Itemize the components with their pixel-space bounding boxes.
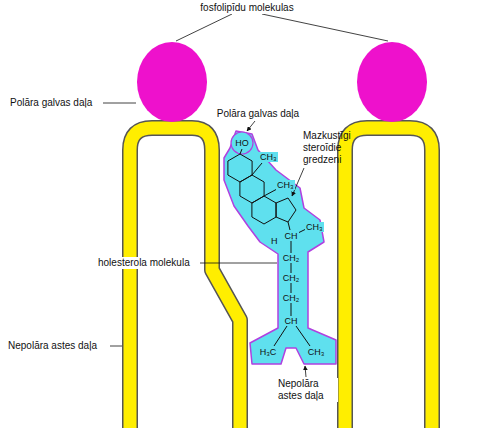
- chem-group: CH: [284, 231, 299, 241]
- lipid-tails: [130, 128, 432, 428]
- hydroxyl-group: [231, 132, 253, 154]
- chem-group: CH₃: [259, 152, 278, 162]
- chem-group: H: [270, 236, 279, 246]
- leader-lines: [103, 14, 388, 377]
- steroid-ring: [228, 154, 252, 182]
- steroid-skeleton: [228, 149, 310, 346]
- part-label: holesterola molekula: [98, 257, 190, 269]
- steroid-ring: [240, 175, 264, 203]
- polar-head: [357, 42, 427, 122]
- chem-group: CH₃: [276, 180, 295, 190]
- part-label: Polāra galvas daļa: [217, 108, 299, 120]
- chem-group: CH₃: [307, 347, 326, 357]
- chem-group: CH₃: [305, 222, 324, 232]
- group-label: fosfolipīdu molekulas: [200, 2, 293, 14]
- part-label: Polāra galvas daļa: [10, 97, 92, 109]
- cholesterol-outline: [224, 131, 336, 364]
- steroid-ring: [252, 196, 276, 224]
- chem-group: CH₂: [282, 273, 301, 283]
- chem-group: CH₂: [282, 253, 301, 263]
- part-label: Nepolāra astes daļa: [278, 378, 338, 402]
- chem-group: CH₂: [282, 293, 301, 303]
- chem-group: HO: [234, 138, 250, 148]
- chem-group: H₃C: [259, 347, 278, 357]
- part-label: Nepolāra astes daļa: [8, 340, 97, 352]
- chem-group: CH: [284, 316, 299, 326]
- polar-head: [137, 42, 207, 122]
- part-label: Mazkustīgi steroīdie gredzeni: [303, 130, 367, 166]
